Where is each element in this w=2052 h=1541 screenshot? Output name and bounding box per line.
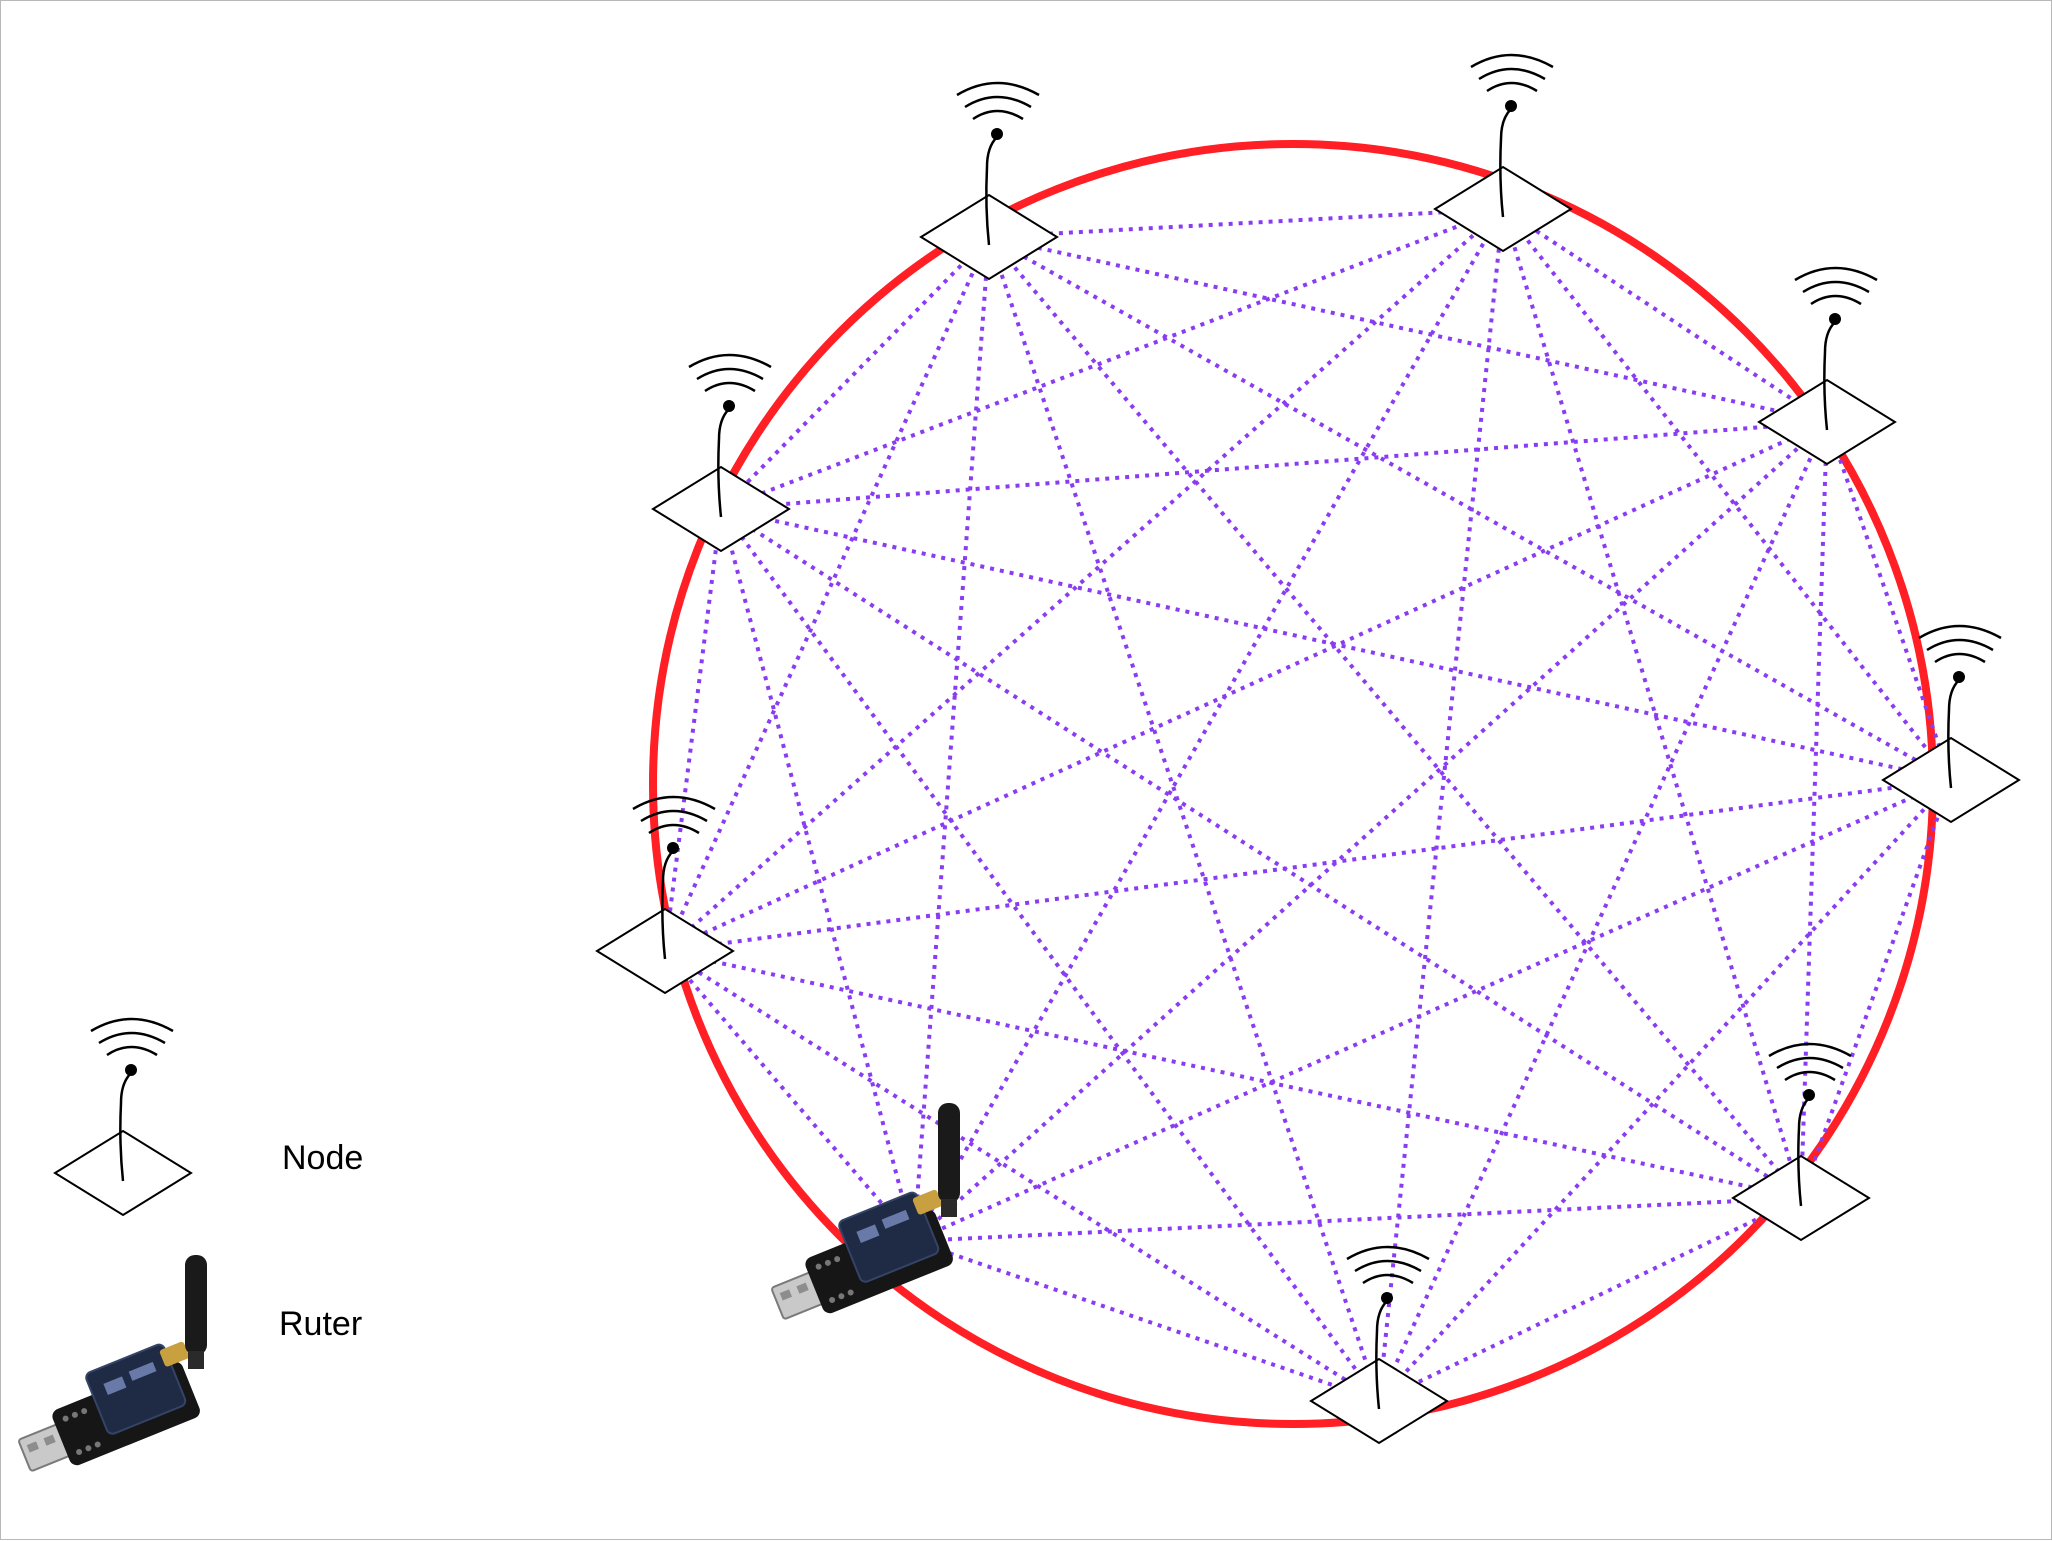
legend-node-icon [53, 1017, 193, 1217]
mesh-link [719, 508, 916, 1242]
mesh-link [1799, 779, 1953, 1199]
mesh-link [1501, 208, 1803, 1199]
mesh-link [1378, 1196, 1802, 1403]
mesh-link [1501, 207, 1829, 424]
mesh-link [720, 207, 1504, 511]
mesh-link [1799, 421, 1829, 1199]
legend-node-label: Node [282, 1139, 364, 1177]
mesh-link [1501, 207, 1953, 782]
wireless-node-icon [1309, 1245, 1449, 1445]
mesh-link [663, 236, 991, 952]
mesh-link [988, 235, 1828, 424]
mesh-link [719, 507, 1803, 1200]
mesh-link [987, 235, 1803, 1200]
mesh-link [663, 207, 1505, 953]
mesh-link [664, 778, 1952, 953]
wireless-node-icon [1881, 624, 2021, 824]
mesh-links [663, 207, 1953, 1403]
mesh-link [719, 235, 991, 511]
mesh-link [664, 949, 1802, 1200]
mesh-link [913, 1239, 1380, 1403]
network-nodes [595, 53, 2021, 1445]
mesh-link [663, 508, 723, 952]
mesh-link [663, 949, 916, 1243]
mesh-link [913, 1196, 1802, 1243]
mesh-link [663, 949, 1381, 1403]
mesh-link [664, 420, 1828, 953]
legend-router-icon [3, 1254, 213, 1484]
mesh-link [719, 507, 1381, 1403]
mesh-link [1825, 421, 1953, 781]
legend-router-label: Ruter [279, 1305, 363, 1343]
router-icon [756, 1102, 966, 1332]
wireless-node-icon [651, 353, 791, 553]
mesh-link [1377, 778, 1953, 1403]
mesh-link [1377, 421, 1829, 1402]
mesh-link [912, 236, 991, 1242]
wireless-node-icon [919, 81, 1059, 281]
wireless-node-icon [1433, 53, 1573, 253]
mesh-link [988, 207, 1504, 239]
mesh-link [987, 236, 1381, 1402]
mesh-link [912, 420, 1829, 1243]
mesh-link [1377, 208, 1505, 1402]
mesh-link [912, 208, 1505, 1242]
